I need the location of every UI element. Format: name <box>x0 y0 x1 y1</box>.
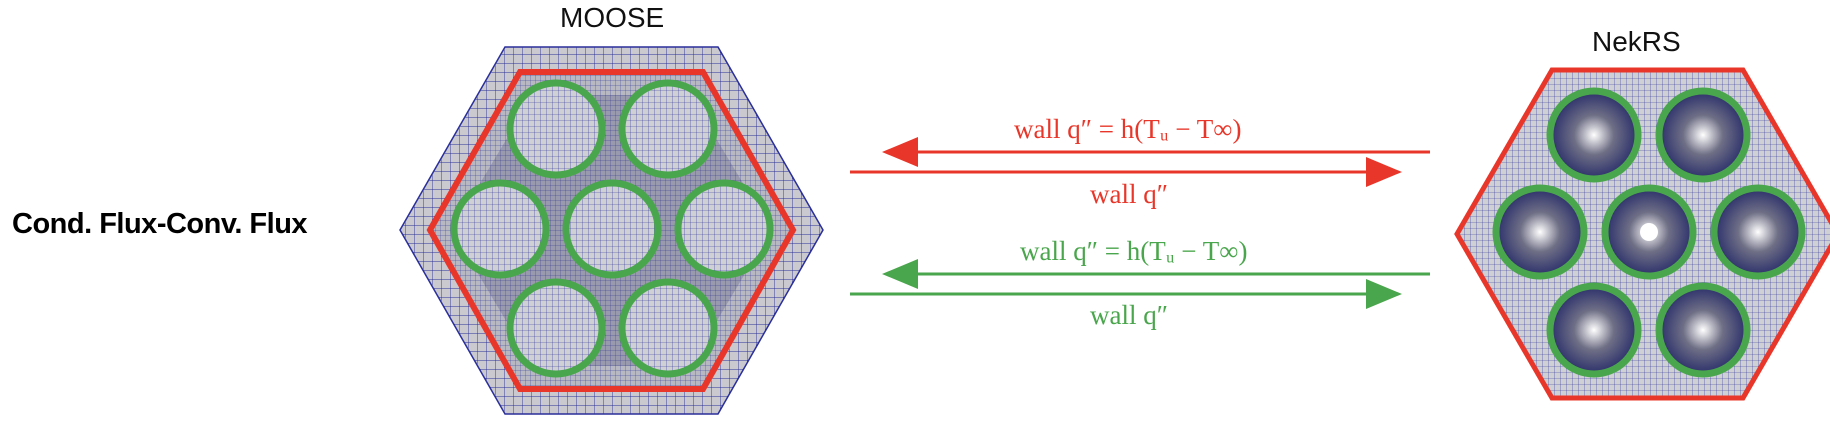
red-top-equation: wall q″ = h(Tᵤ − T∞) <box>1014 114 1242 144</box>
green-bottom-label: wall q″ <box>1090 300 1168 330</box>
nekrs-pins <box>1492 87 1806 378</box>
red-bottom-label: wall q″ <box>1090 179 1168 209</box>
row-label: Cond. Flux-Conv. Flux <box>12 208 308 240</box>
green-top-equation: wall q″ = h(Tᵤ − T∞) <box>1020 236 1248 266</box>
nekrs-title: NekRS <box>1592 26 1681 57</box>
moose-pins <box>450 79 774 378</box>
moose-title: MOOSE <box>560 2 665 33</box>
